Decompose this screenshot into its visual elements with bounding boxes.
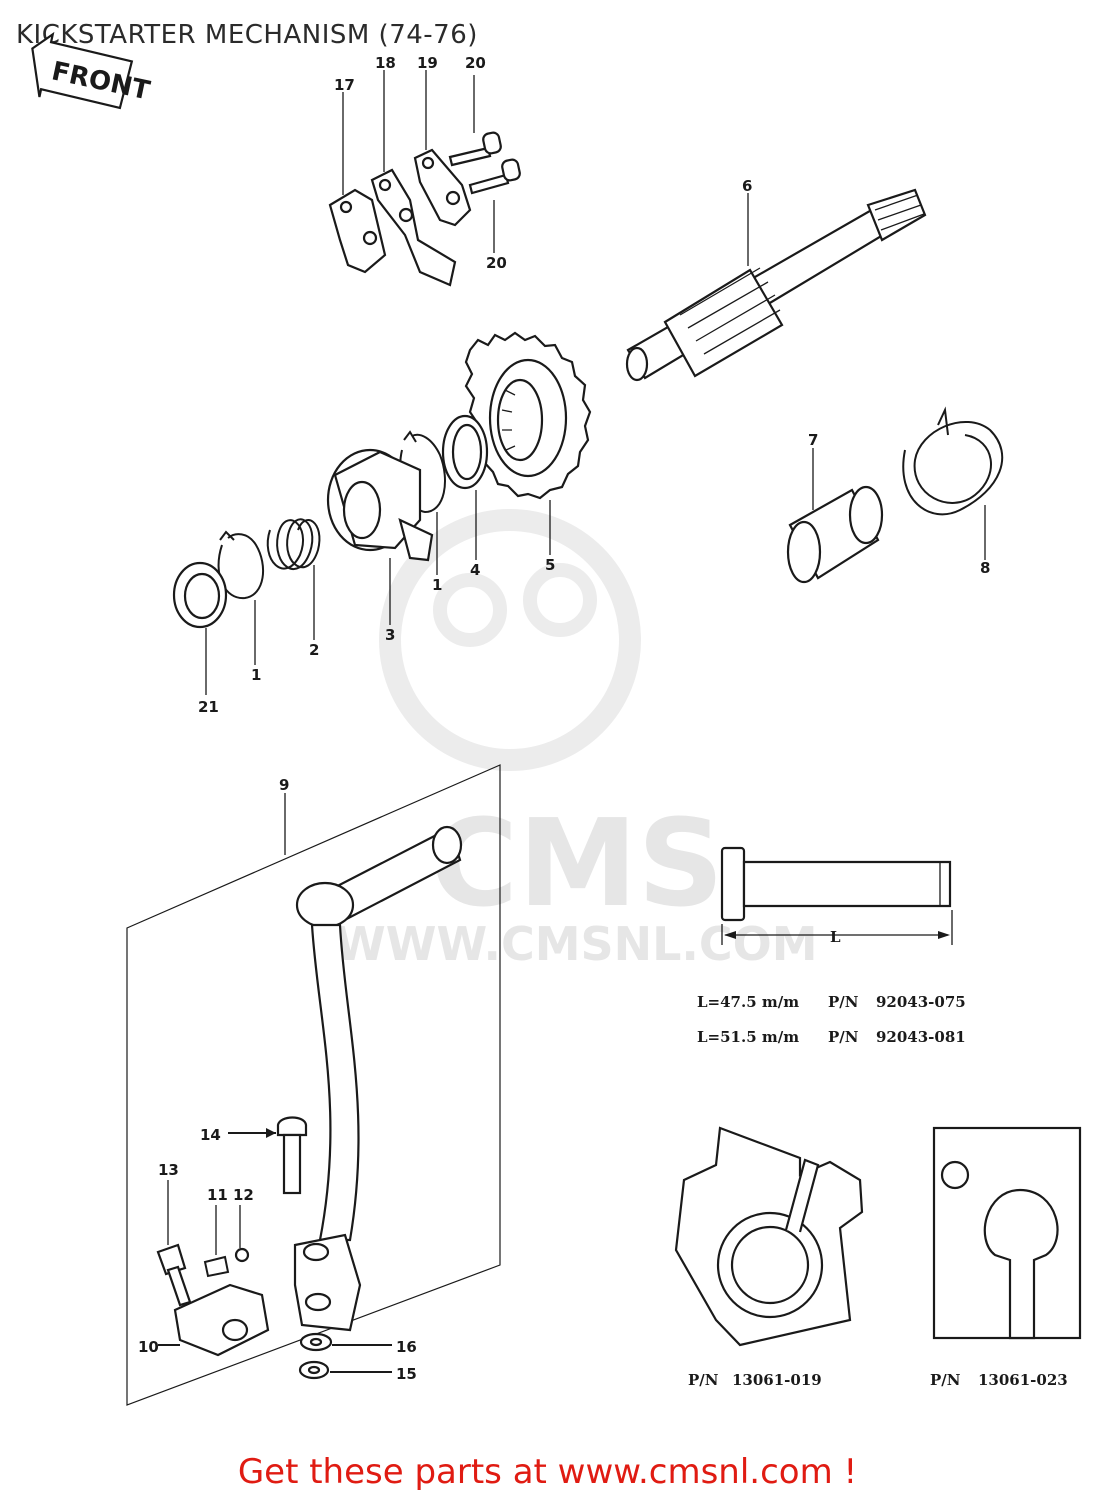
callout-10: 10	[138, 1338, 159, 1356]
part-21-washer	[172, 561, 228, 695]
callout-11: 11	[207, 1186, 228, 1204]
tool-1-pn-label: P/N	[688, 1371, 719, 1389]
tool-13061-019	[674, 1126, 864, 1347]
part-15-16-washers	[298, 1332, 392, 1380]
part-19-plate	[413, 70, 472, 227]
tool-2-pn: 13061-023	[978, 1371, 1068, 1389]
callout-16: 16	[396, 1338, 417, 1356]
callout-2: 2	[309, 641, 319, 659]
callout-1-upper: 1	[432, 576, 442, 594]
part-14-pin	[228, 1116, 308, 1195]
part-11-12-spring-ball	[203, 1205, 250, 1278]
spec-2-pn-label: P/N	[828, 1028, 859, 1046]
part-6-shaft	[625, 188, 927, 382]
part-5-gear	[464, 331, 592, 555]
watermark-brand: CMS	[430, 795, 724, 934]
spec-1-pn: 92043-075	[876, 993, 966, 1011]
callout-12: 12	[233, 1186, 254, 1204]
spec-1-length: L=47.5 m/m	[697, 993, 799, 1011]
front-arrow: FRONT	[31, 31, 153, 110]
spec-2-pn: 92043-081	[876, 1028, 966, 1046]
part-13-bolt	[156, 1180, 192, 1307]
tool-2-pn-label: P/N	[930, 1371, 961, 1389]
callout-5: 5	[545, 556, 555, 574]
callout-21: 21	[198, 698, 219, 716]
pin-dimension-drawing	[720, 846, 953, 945]
cms-watermark: CMS WWW.CMSNL.COM	[335, 509, 818, 971]
part-4-washer	[441, 414, 489, 560]
part-17-plate	[328, 92, 387, 274]
watermark-url: WWW.CMSNL.COM	[335, 917, 818, 971]
callout-6: 6	[742, 177, 752, 195]
part-8-spring	[902, 406, 1004, 560]
callout-4: 4	[470, 561, 480, 579]
callout-19: 19	[417, 54, 438, 72]
part-3-ratchet	[326, 448, 434, 625]
callout-18: 18	[375, 54, 396, 72]
callout-13: 13	[158, 1161, 179, 1179]
part-20-bolts	[448, 75, 521, 253]
callout-20-upper: 20	[465, 54, 486, 72]
callout-20-lower: 20	[486, 254, 507, 272]
tool-1-pn: 13061-019	[732, 1371, 822, 1389]
diagram-title: KICKSTARTER MECHANISM (74-76)	[16, 20, 478, 50]
part-10-clamp	[158, 1283, 270, 1357]
part-7-collar	[786, 448, 884, 584]
part-18-plate	[370, 70, 457, 287]
callout-9: 9	[279, 776, 289, 794]
part-9-pedal-assembly	[126, 764, 501, 1406]
parts-diagram: CMS WWW.CMSNL.COM FRONT	[31, 31, 1082, 1406]
callout-7: 7	[808, 431, 818, 449]
callout-14: 14	[200, 1126, 221, 1144]
callout-15: 15	[396, 1365, 417, 1383]
dimension-label: L	[830, 928, 841, 946]
callout-3: 3	[385, 626, 395, 644]
callout-8: 8	[980, 559, 990, 577]
footer-link[interactable]: Get these parts at www.cmsnl.com !	[237, 1452, 858, 1492]
part-2-spring	[266, 518, 321, 640]
spec-2-length: L=51.5 m/m	[697, 1028, 799, 1046]
callout-1-lower: 1	[251, 666, 261, 684]
spec-1-pn-label: P/N	[828, 993, 859, 1011]
tool-13061-023	[932, 1126, 1082, 1340]
callout-17: 17	[334, 76, 355, 94]
